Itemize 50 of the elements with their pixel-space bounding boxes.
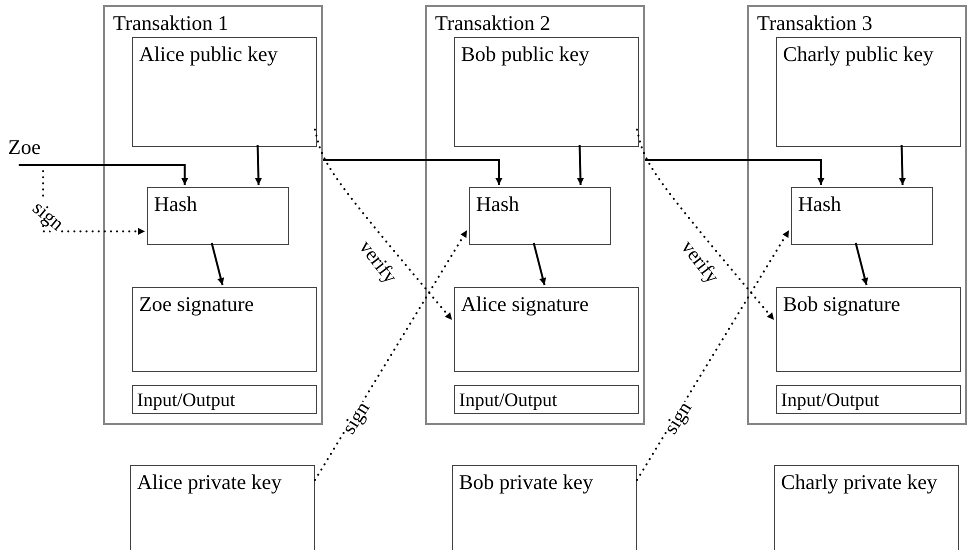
input-output-box [776,385,961,414]
box-label: Alice public key [139,42,279,67]
key-box [454,37,639,147]
key-box [774,465,959,550]
box-label: Alice signature [461,292,590,317]
input-output-box [132,385,317,414]
key-box [776,37,961,147]
key-box [147,187,289,245]
input-output-box [454,385,639,414]
box-label: Transaktion 1 [113,11,230,36]
transaction-box [747,5,967,425]
key-box [452,465,637,550]
dotted-arrow [314,128,453,321]
box-label: Bob signature [783,292,902,317]
key-box [454,287,639,372]
arrow [898,144,906,186]
box-label: Transaktion 2 [435,11,552,36]
arrow [18,164,188,185]
dotted-arrow [314,229,468,481]
box-label: Hash [798,192,842,217]
box-label: Bob public key [461,42,590,67]
arrow [210,242,224,286]
dotted-arrow [636,229,790,481]
transaction-box [103,5,323,425]
arrow [254,144,262,186]
dotted-arrow [636,128,775,321]
arrow [532,242,546,286]
box-label: Charly public key [783,42,934,67]
box-label: Zoe [8,135,42,160]
box-label: Input/Output [781,389,880,413]
box-label: Input/Output [137,389,236,413]
key-box [791,187,933,245]
box-label: Transaktion 3 [757,11,874,36]
key-box [130,465,315,550]
key-box [132,37,317,147]
box-label: Bob private key [459,470,594,495]
key-box [132,287,317,372]
box-label: Hash [476,192,520,217]
arrow [645,158,824,185]
key-box [469,187,611,245]
box-label: Alice private key [137,470,283,495]
arrow [323,158,502,185]
box-label: Hash [154,192,198,217]
arrow [576,144,584,186]
box-label: Charly private key [781,470,938,495]
transaction-box [425,5,645,425]
box-label: Input/Output [459,389,558,413]
key-box [776,287,961,372]
arrow [854,242,868,286]
box-label: Zoe signature [139,292,255,317]
